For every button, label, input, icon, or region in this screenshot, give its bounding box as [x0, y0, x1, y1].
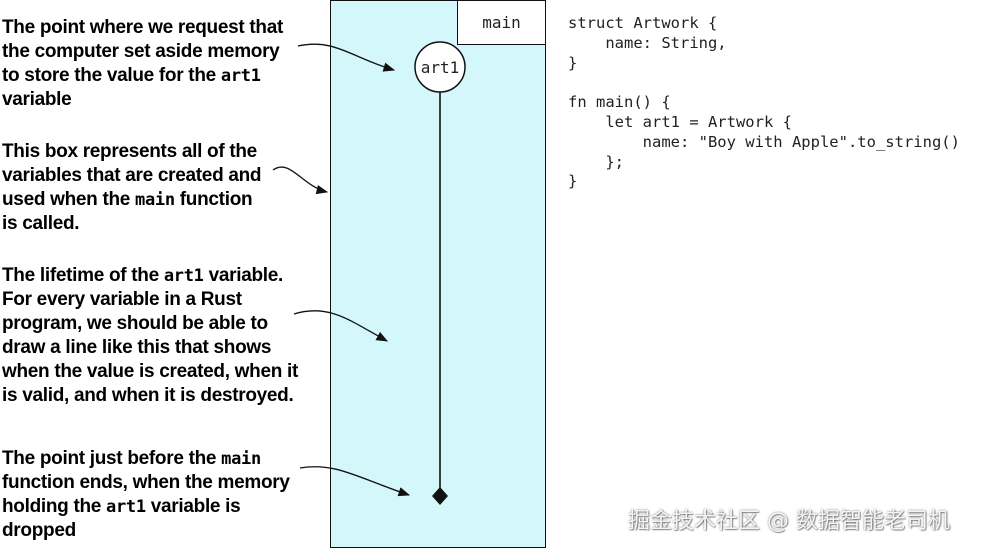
code-line: fn main() { — [568, 93, 671, 112]
code-line — [568, 73, 960, 93]
annotation-line: The point just before the main — [2, 447, 312, 471]
annotation-text: variable is — [145, 496, 241, 517]
annotation-line: variables that are created and — [2, 164, 312, 188]
drop-marker — [432, 487, 448, 505]
annotation-text: The lifetime of the — [2, 265, 164, 286]
annotation-text: dropped — [2, 520, 76, 541]
annotation-scope-box: This box represents all of the variables … — [2, 140, 312, 236]
inline-code: main — [221, 449, 261, 469]
code-line: struct Artwork { — [568, 14, 718, 32]
scope-label: main — [457, 1, 545, 45]
annotation-text: The point just before the — [2, 448, 222, 469]
annotation-line: draw a line like this that shows — [2, 336, 312, 360]
annotation-text: to store the value for the — [2, 65, 221, 86]
annotation-text: variables that are created and — [2, 165, 262, 186]
code-line: } — [568, 53, 578, 72]
annotation-text: used when the — [2, 189, 136, 210]
annotation-line: is valid, and when it is destroyed. — [2, 384, 312, 408]
annotation-text: function — [174, 189, 253, 210]
inline-code: art1 — [163, 266, 204, 286]
annotation-text: variable — [2, 89, 72, 110]
code-line: } — [568, 172, 578, 191]
annotation-text: draw a line like this that shows — [2, 337, 272, 358]
annotation-lifetime: The lifetime of the art1 variable.For ev… — [2, 264, 312, 408]
code-line: name: "Boy with Apple".to_string() — [568, 132, 960, 151]
code-listing: struct Artwork { name: String,} fn main()… — [568, 14, 960, 192]
annotation-text: variable. — [203, 265, 284, 286]
annotation-line: function ends, when the memory — [2, 471, 312, 495]
watermark: 掘金技术社区 @ 数据智能老司机 — [628, 509, 950, 534]
arrow-lifetime — [293, 310, 389, 342]
annotation-line: used when the main function — [2, 188, 312, 212]
annotation-line: the computer set aside memory — [2, 40, 312, 64]
annotation-line: is called. — [2, 212, 312, 236]
annotation-text: program, we should be able to — [2, 313, 268, 334]
annotation-line: dropped — [2, 519, 312, 543]
inline-code: art1 — [106, 497, 146, 517]
annotation-line: The point where we request that — [2, 16, 312, 40]
arrow-request-memory — [297, 43, 396, 72]
annotation-line: This box represents all of the — [2, 140, 312, 164]
annotation-line: holding the art1 variable is — [2, 495, 312, 519]
annotation-text: is called. — [2, 213, 80, 234]
code-line: }; — [568, 152, 624, 171]
arrow-dropped — [299, 466, 411, 497]
annotation-line: program, we should be able to — [2, 312, 312, 336]
code-line: name: String, — [568, 33, 727, 52]
annotation-text: the computer set aside memory — [2, 41, 280, 62]
code-line: let art1 = Artwork { — [568, 112, 792, 131]
annotation-line: to store the value for the art1 — [2, 64, 312, 88]
arrow-scope-box — [272, 166, 329, 195]
annotation-text: function ends, when the memory — [2, 472, 290, 493]
annotation-line: variable — [2, 88, 312, 112]
annotation-request-memory: The point where we request that the compu… — [2, 16, 312, 112]
annotation-text: is valid, and when it is destroyed. — [2, 385, 294, 406]
variable-circle — [414, 41, 466, 93]
annotation-text: The point where we request that — [2, 17, 284, 38]
annotation-line: For every variable in a Rust — [2, 288, 312, 312]
annotation-line: when the value is created, when it — [2, 360, 312, 384]
annotation-text: For every variable in a Rust — [2, 289, 242, 310]
inline-code: art1 — [220, 66, 261, 86]
annotation-line: The lifetime of the art1 variable. — [2, 264, 312, 288]
variable-label: art1 — [421, 58, 460, 77]
annotation-text: holding the — [2, 496, 107, 517]
inline-code: main — [135, 190, 175, 210]
annotation-text: This box represents all of the — [2, 141, 257, 162]
annotation-text: when the value is created, when it — [2, 361, 298, 382]
